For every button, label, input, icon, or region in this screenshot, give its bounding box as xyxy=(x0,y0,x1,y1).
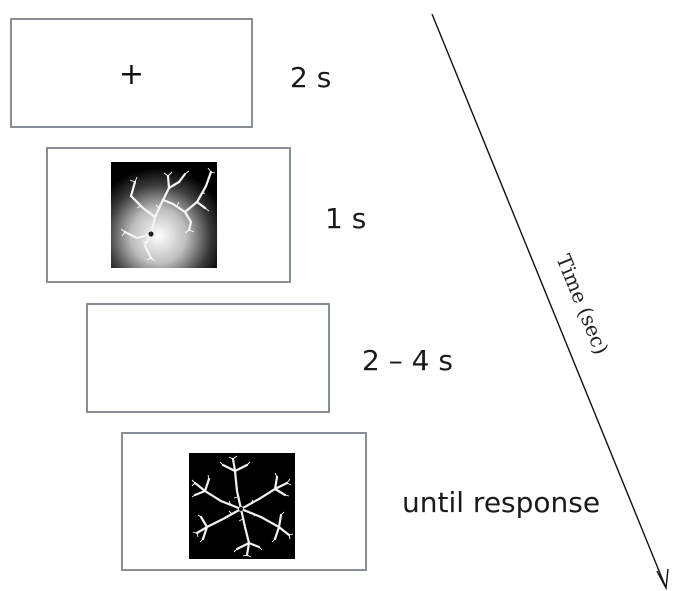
fixation-frame: + xyxy=(10,18,253,128)
duration-label-fixation: 2 s xyxy=(290,61,332,94)
stimulus-frame-2 xyxy=(121,432,367,571)
fractal-image xyxy=(111,162,217,268)
arrow-head-icon xyxy=(656,568,669,591)
fixation-cross: + xyxy=(118,57,145,92)
stimulus-frame-1 xyxy=(46,147,291,283)
fractal-image xyxy=(189,453,295,559)
blank-frame xyxy=(86,303,330,413)
duration-label-blank: 2 – 4 s xyxy=(362,344,453,377)
time-axis-label: Time (sec) xyxy=(551,251,613,358)
time-arrow-line xyxy=(431,13,667,589)
duration-label-response: until response xyxy=(402,486,601,519)
duration-label-stimulus-1: 1 s xyxy=(325,202,367,235)
